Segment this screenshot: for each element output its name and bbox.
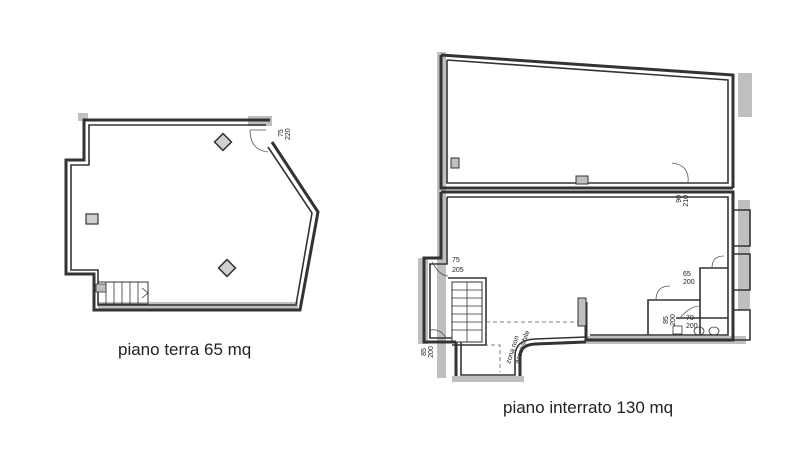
- pillar: [575, 175, 589, 185]
- door-dim-label: 85: [421, 348, 428, 356]
- wall-fill: [738, 73, 752, 117]
- pillar: [450, 157, 460, 169]
- wall-recess: [733, 209, 751, 247]
- door-dim-label: 210: [683, 195, 690, 207]
- basement-upper-inner: [446, 59, 729, 184]
- ground-floor-caption: piano terra 65 mq: [118, 340, 252, 359]
- basement-lower-inner: [447, 196, 729, 336]
- wall-fill: [452, 376, 524, 382]
- door-dim-label: 200: [686, 323, 698, 330]
- basement-upper-wall: [439, 55, 733, 190]
- basement-stairs: [448, 277, 487, 346]
- door-swing: [671, 162, 689, 184]
- door-dim-label: 85: [663, 316, 670, 324]
- wall-recess: [733, 253, 751, 291]
- door-swing: [431, 261, 449, 277]
- wall-fill: [738, 200, 750, 310]
- door-dim-label: 200: [683, 279, 695, 286]
- ground-outer-wall: [64, 118, 320, 312]
- pillar: [213, 132, 233, 152]
- basement-upper-wall: [440, 53, 735, 188]
- door-dim-label: 70: [686, 315, 694, 322]
- ground-inner-wall: [70, 124, 313, 306]
- door-swing: [711, 255, 725, 269]
- toilet: [693, 326, 705, 336]
- ground-stairs: [95, 281, 149, 305]
- toilet: [708, 326, 720, 336]
- bathroom-wall: [699, 267, 728, 300]
- pillar: [217, 258, 237, 278]
- door-dim-label: 220: [285, 128, 292, 140]
- door-dim-label: 205: [452, 267, 464, 274]
- door-dim-label: 200: [428, 346, 435, 358]
- door-dim-label: 75: [452, 257, 460, 264]
- washbasin: [672, 325, 683, 335]
- door-dim-label: 90: [676, 195, 683, 203]
- basement-caption: piano interrato 130 mq: [503, 398, 674, 417]
- door-swing: [429, 329, 447, 339]
- door-swing: [679, 305, 701, 319]
- door-dim-label: 200: [670, 314, 677, 326]
- ground-floor-plan: 75 220: [64, 113, 320, 312]
- wall-fill: [78, 113, 88, 121]
- dashed-boundary: [485, 322, 501, 372]
- door-swing: [249, 129, 269, 153]
- pillar: [577, 297, 587, 327]
- door-swing: [655, 285, 671, 301]
- basement-passage-inner: [460, 336, 587, 376]
- pillar: [85, 213, 99, 225]
- door-dim-label: 75: [278, 129, 285, 137]
- basement-plan: 90 210 75: [418, 52, 752, 382]
- wall-recess: [733, 309, 751, 341]
- basement-left-inner: [429, 197, 452, 339]
- basement-passage-wall: [454, 340, 587, 382]
- door-dim-label: 65: [683, 271, 691, 278]
- basement-left-wall: [422, 192, 456, 344]
